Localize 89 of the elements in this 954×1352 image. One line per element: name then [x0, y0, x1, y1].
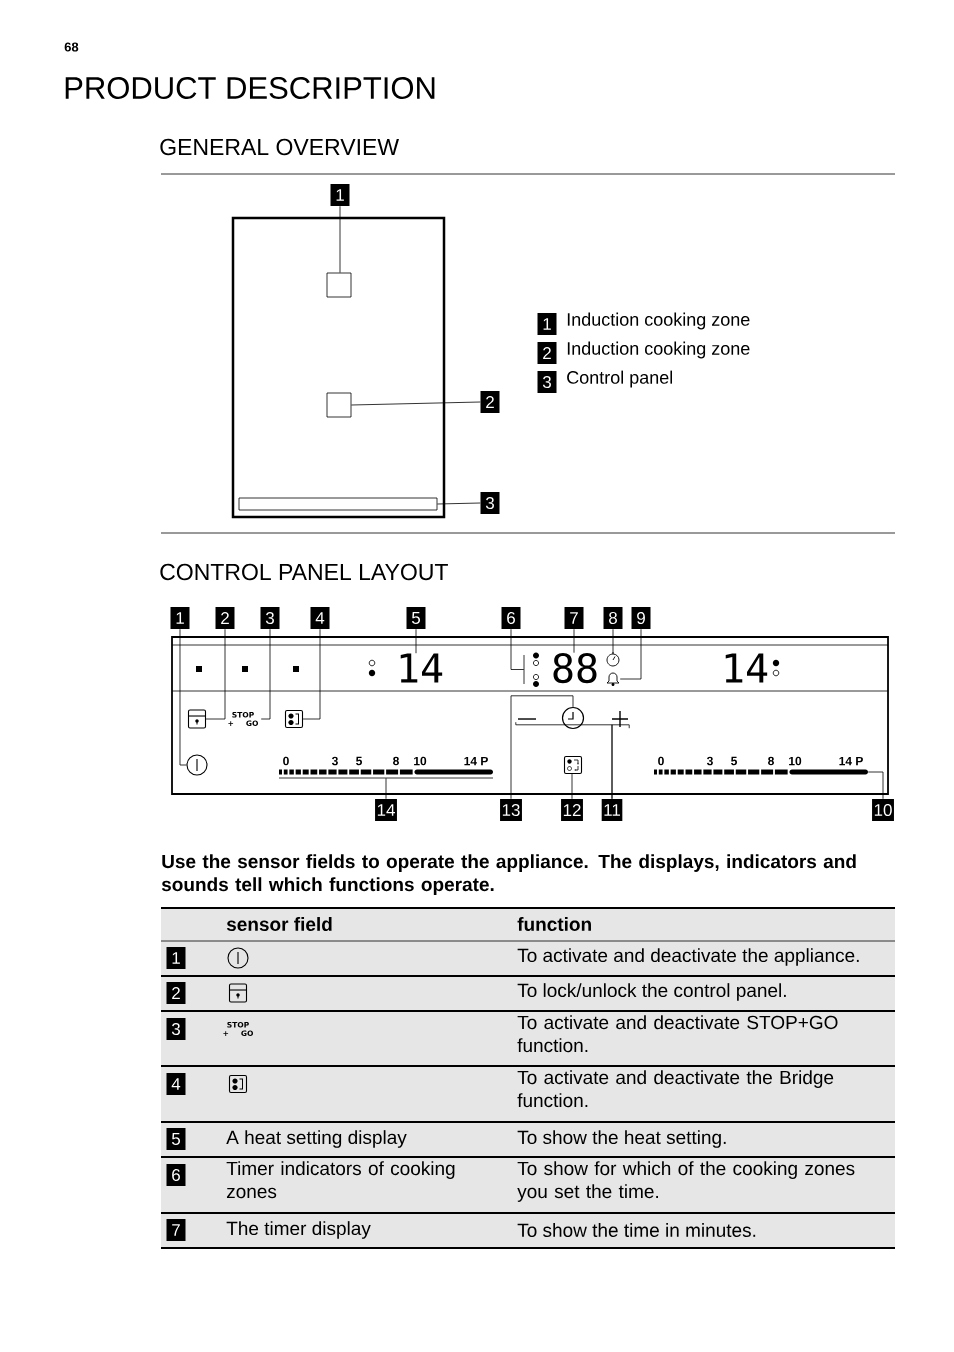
leader-line: [339, 205, 341, 273]
scale-number: 14 P: [839, 756, 863, 766]
bell-icon: [606, 672, 620, 686]
callout-number: 9: [631, 607, 651, 629]
callout-number: 3: [260, 607, 280, 629]
page-number: 68: [64, 42, 79, 52]
callout-number: 1: [170, 607, 190, 629]
leader-line: [205, 628, 226, 720]
leader-line: [302, 628, 321, 720]
callout-number: 4: [310, 607, 330, 629]
leader-line: [415, 628, 417, 654]
callout-number: 10: [872, 799, 894, 821]
callout-number: 14: [375, 799, 397, 821]
cell-text: To activate and deactivate the appliance.: [517, 948, 859, 966]
callout-number: 11: [601, 799, 623, 821]
legend-text: Induction cooking zone: [567, 312, 750, 330]
clock-icon: [561, 706, 585, 730]
leader-line: [351, 401, 481, 406]
leader-line: [260, 628, 271, 720]
callout-number: 1: [537, 313, 557, 335]
callout-number: 1: [330, 184, 350, 206]
callout-number: 5: [406, 607, 426, 629]
scale-number: 3: [331, 756, 338, 766]
leader-line: [619, 628, 642, 680]
cell-text: To lock/unlock the control panel.: [517, 983, 786, 1001]
scale-number: 8: [768, 756, 774, 766]
callout-number: 6: [501, 607, 521, 629]
leader-line: [611, 724, 630, 800]
section-heading: GENERAL OVERVIEW: [160, 138, 399, 156]
column-header: sensor field: [226, 917, 332, 931]
legend-text: Control panel: [567, 370, 673, 388]
leader-line: [573, 628, 575, 654]
callout-number: 2: [480, 391, 500, 413]
instruction-text: Use the sensor fields to operate the appliance. The displays, indicators and sounds tell which functions operate.: [161, 854, 856, 895]
scale-number: 5: [731, 756, 737, 766]
column-header: function: [517, 917, 591, 931]
callout-number: 13: [500, 799, 522, 821]
plus-sign: [611, 710, 629, 728]
leader-line: [510, 695, 574, 800]
leader-line: [612, 628, 614, 654]
scale-number: 5: [356, 756, 362, 766]
callout-number: 3: [480, 492, 500, 514]
auto-bridge-icon: [563, 755, 583, 775]
cell-text: To activate and deactivate the Bridge function.: [517, 1070, 834, 1108]
control-panel: [171, 636, 889, 795]
cooking-zone: [326, 272, 352, 298]
scale-number: 10: [789, 756, 802, 766]
cell-text: To activate and deactivate STOP+GO function.: [517, 1015, 838, 1053]
leader-line: [867, 771, 884, 800]
power-slider: [654, 769, 868, 775]
heat-display: 14: [400, 653, 443, 683]
callout-number: 2: [537, 342, 557, 364]
legend-text: Induction cooking zone: [567, 341, 750, 359]
scale-number: 8: [393, 756, 399, 766]
leader-line: [385, 777, 387, 800]
control-panel-strip: [238, 497, 438, 511]
callout-number: 2: [215, 607, 235, 629]
stopwatch-icon: [606, 651, 620, 667]
callout-number: 12: [561, 799, 583, 821]
cell-text: A heat setting display: [226, 1130, 407, 1148]
timer-display: 88: [553, 652, 597, 684]
callout-number: 8: [603, 607, 623, 629]
scale-number: 0: [283, 756, 289, 766]
bridge-icon: [284, 709, 304, 729]
callout-number: 7: [564, 607, 584, 629]
scale-number: 0: [658, 756, 664, 766]
cooking-zone: [326, 392, 352, 418]
leader-line: [510, 628, 525, 670]
scale-number: 10: [414, 756, 427, 766]
scale-number: 3: [706, 756, 713, 766]
heat-display: 14: [725, 653, 768, 683]
cell-text: The timer display: [226, 1221, 371, 1239]
page-title: PRODUCT DESCRIPTION: [65, 77, 435, 99]
leader-line: [437, 502, 481, 505]
cell-text: To show the heat setting.: [517, 1130, 726, 1148]
lock-icon: [187, 709, 207, 729]
leader-line: [571, 773, 573, 800]
callout-number: 3: [537, 371, 557, 393]
power-icon: [186, 754, 208, 776]
timer-indicator-dots: [523, 652, 539, 687]
minus-sign: [517, 718, 537, 720]
hob-outline: [231, 216, 446, 519]
cell-text: Timer indicators of cooking zones: [226, 1161, 455, 1199]
cell-text: To show the time in minutes.: [517, 1223, 756, 1237]
cell-text: To show for which of the cooking zones you set the time.: [517, 1161, 855, 1202]
scale-number: 14 P: [464, 756, 488, 766]
leader-line: [179, 628, 187, 766]
power-slider: [278, 769, 494, 779]
section-heading: CONTROL PANEL LAYOUT: [160, 563, 448, 581]
